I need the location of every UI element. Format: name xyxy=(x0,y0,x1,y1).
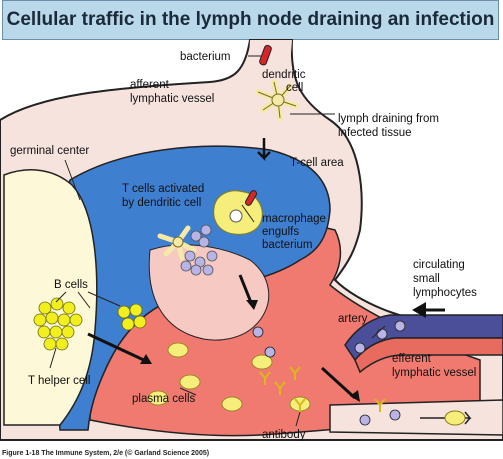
tcell-cluster xyxy=(180,224,218,276)
label-afferent-2: lymphatic vessel xyxy=(130,93,214,105)
label-dendritic-2: cell xyxy=(286,82,303,94)
figure-caption: Figure 1-18 The Immune System, 2/e (© Ga… xyxy=(2,449,209,457)
germinal-center xyxy=(3,169,98,426)
title-bar: Cellular traffic in the lymph node drain… xyxy=(2,0,499,40)
label-tcells-1: T cells activated xyxy=(122,183,204,195)
label-artery: artery xyxy=(338,313,368,325)
label-macrophage-1: macrophage xyxy=(262,213,326,225)
label-antibody: antibody xyxy=(262,429,306,441)
label-plasma-cells: plasma cells xyxy=(132,393,196,405)
label-efferent-2: lymphatic vessel xyxy=(392,367,476,379)
label-afferent-1: afferent xyxy=(130,79,170,91)
label-macrophage-3: bacterium xyxy=(262,239,313,251)
label-lymph-2: infected tissue xyxy=(338,127,412,139)
label-tcell-area: T-cell area xyxy=(290,157,344,169)
label-circulating-3: lymphocytes xyxy=(413,287,477,299)
dendritic-cell-shape xyxy=(255,79,299,121)
label-germinal-center: germinal center xyxy=(10,145,89,157)
label-circulating-1: circulating xyxy=(413,259,465,271)
efferent-plasma-cell xyxy=(444,410,466,426)
vein xyxy=(354,337,503,374)
figure-title: Cellular traffic in the lymph node drain… xyxy=(6,9,495,30)
label-dendritic-1: dendritic xyxy=(262,69,306,81)
label-tcells-2: by dendritic cell xyxy=(122,197,201,209)
label-circulating-2: small xyxy=(413,273,440,285)
efferent-flow-arrow xyxy=(420,411,472,425)
efferent-lymphatic-vessel xyxy=(329,399,503,436)
macrophage-shape xyxy=(213,190,263,235)
label-bacterium: bacterium xyxy=(180,51,231,63)
activated-dendritic-cell xyxy=(157,225,197,261)
label-t-helper: T helper cell xyxy=(28,375,90,387)
antibody-shapes xyxy=(259,366,386,412)
efferent-cells xyxy=(359,409,401,426)
label-lymph-1: lymph draining from xyxy=(338,113,439,125)
bacterium-shape xyxy=(259,44,272,66)
bcell-cluster xyxy=(33,297,83,351)
lymph-flow-arrow xyxy=(257,138,271,162)
label-macrophage-2: engulfs xyxy=(262,226,299,238)
leader-lines xyxy=(49,113,386,427)
arrow-heads xyxy=(140,300,426,402)
label-bcells: B cells xyxy=(54,279,88,291)
bcell-group-2 xyxy=(117,303,147,331)
medullary-cord xyxy=(148,244,270,341)
label-efferent-1: efferent xyxy=(392,353,432,365)
